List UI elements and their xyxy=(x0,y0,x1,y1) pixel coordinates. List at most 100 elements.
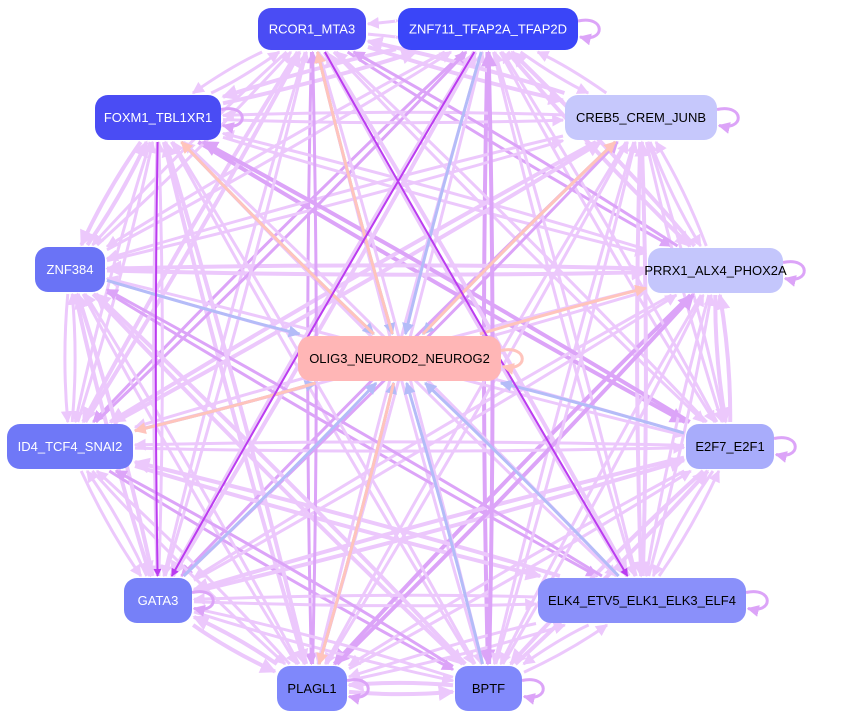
self-loop-gata3 xyxy=(191,590,215,617)
edge-gata3-to-prrx1_alx4_phox2a xyxy=(193,293,678,582)
self-loop-bptf xyxy=(521,678,545,705)
edges-layer xyxy=(60,16,806,705)
edge-foxm1_tbl1xr1-to-e2f7_e2f1 xyxy=(197,140,687,424)
node-creb5_crem_junb[interactable]: CREB5_CREM_JUNB xyxy=(565,95,717,140)
edge-elk4_etv5_elk1_elk3_elf4-to-bptf xyxy=(522,623,590,666)
edge-e2f7_e2f1-to-foxm1_tbl1xr1 xyxy=(201,140,691,424)
edge-rcor1_mta3-to-znf711_tfap2a_tfap2d xyxy=(367,30,408,43)
node-label: E2F7_E2F1 xyxy=(695,439,764,454)
node-rcor1_mta3[interactable]: RCOR1_MTA3 xyxy=(258,8,366,50)
edge-bptf-to-znf384 xyxy=(94,292,467,666)
node-box xyxy=(455,666,522,711)
node-id4_tcf4_snai2[interactable]: ID4_TCF4_SNAI2 xyxy=(7,424,133,469)
node-box xyxy=(258,8,366,50)
edge-foxm1_tbl1xr1-to-gata3 xyxy=(153,141,162,577)
edge-prrx1_alx4_phox2a-to-znf384 xyxy=(105,260,647,277)
edge-olig3_neurod2_neurog2-to-id4_tcf4_snai2 xyxy=(133,381,317,435)
edge-bptf-to-creb5_crem_junb xyxy=(494,140,639,665)
edge-znf384-to-id4_tcf4_snai2 xyxy=(60,293,73,424)
edge-znf384-to-creb5_crem_junb xyxy=(106,137,565,263)
node-label: PRRX1_ALX4_PHOX2A xyxy=(644,263,787,278)
edge-gata3-to-elk4_etv5_elk1_elk3_elf4 xyxy=(193,598,538,611)
edge-rcor1_mta3-to-foxm1_tbl1xr1 xyxy=(191,50,263,95)
node-box xyxy=(35,247,105,292)
node-olig3_neurod2_neurog2[interactable]: OLIG3_NEUROD2_NEUROG2 xyxy=(298,336,501,381)
node-foxm1_tbl1xr1[interactable]: FOXM1_TBL1XR1 xyxy=(95,95,221,140)
self-loop-creb5_crem_junb xyxy=(716,107,740,134)
edge-plagl1-to-foxm1_tbl1xr1 xyxy=(161,140,309,665)
edge-prrx1_alx4_phox2a-to-rcor1_mta3 xyxy=(352,50,679,248)
node-label: RCOR1_MTA3 xyxy=(269,22,355,37)
node-box xyxy=(95,95,221,140)
node-znf384[interactable]: ZNF384 xyxy=(35,247,105,292)
node-box xyxy=(124,578,192,623)
edge-rcor1_mta3-to-elk4_etv5_elk1_elk3_elf4 xyxy=(324,51,629,577)
edge-e2f7_e2f1-to-prrx1_alx4_phox2a xyxy=(714,293,733,423)
self-loop-olig3_neurod2_neurog2 xyxy=(500,348,524,375)
edge-prrx1_alx4_phox2a-to-foxm1_tbl1xr1 xyxy=(221,130,647,251)
node-znf711_tfap2a_tfap2d[interactable]: ZNF711_TFAP2A_TFAP2D xyxy=(398,8,578,50)
edge-znf711_tfap2a_tfap2d-to-gata3 xyxy=(169,50,476,578)
edge-id4_tcf4_snai2-to-znf711_tfap2a_tfap2d xyxy=(94,50,468,424)
edge-e2f7_e2f1-to-rcor1_mta3 xyxy=(335,50,708,424)
edge-gata3-to-id4_tcf4_snai2 xyxy=(85,470,149,577)
node-plagl1[interactable]: PLAGL1 xyxy=(277,666,347,711)
node-box xyxy=(277,666,347,711)
edge-elk4_etv5_elk1_elk3_elf4-to-olig3_neurod2_neurog2 xyxy=(424,381,620,578)
edge-bptf-to-elk4_etv5_elk1_elk3_elf4 xyxy=(523,623,608,674)
edge-elk4_etv5_elk1_elk3_elf4-to-creb5_crem_junb xyxy=(634,140,651,577)
node-prrx1_alx4_phox2a[interactable]: PRRX1_ALX4_PHOX2A xyxy=(644,248,787,293)
node-label: ELK4_ETV5_ELK1_ELK3_ELF4 xyxy=(548,593,736,608)
edge-bptf-to-gata3 xyxy=(192,604,454,679)
node-box xyxy=(648,248,783,293)
edge-id4_tcf4_snai2-to-znf384 xyxy=(67,292,80,423)
edge-e2f7_e2f1-to-id4_tcf4_snai2 xyxy=(133,438,685,451)
node-label: OLIG3_NEUROD2_NEUROG2 xyxy=(309,351,490,366)
edge-plagl1-to-gata3 xyxy=(192,615,279,666)
edge-bptf-to-prrx1_alx4_phox2a xyxy=(501,293,705,665)
edge-rcor1_mta3-to-creb5_crem_junb xyxy=(367,45,565,106)
edge-foxm1_tbl1xr1-to-plagl1 xyxy=(161,141,309,666)
edge-id4_tcf4_snai2-to-e2f7_e2f1 xyxy=(134,441,686,454)
edge-id4_tcf4_snai2-to-gata3 xyxy=(79,470,143,577)
node-bptf[interactable]: BPTF xyxy=(455,666,522,711)
edge-bptf-to-foxm1_tbl1xr1 xyxy=(171,140,477,665)
node-gata3[interactable]: GATA3 xyxy=(124,578,192,623)
node-box xyxy=(565,95,717,140)
edge-plagl1-to-prrx1_alx4_phox2a xyxy=(335,293,695,666)
edge-gata3-to-e2f7_e2f1 xyxy=(193,456,686,594)
edge-znf384-to-elk4_etv5_elk1_elk3_elf4 xyxy=(106,290,599,578)
edge-creb5_crem_junb-to-znf384 xyxy=(105,134,564,262)
edge-prrx1_alx4_phox2a-to-creb5_crem_junb xyxy=(654,140,708,247)
self-loop-plagl1 xyxy=(346,678,370,705)
edge-olig3_neurod2_neurog2-to-creb5_crem_junb xyxy=(421,140,617,336)
edge-olig3_neurod2_neurog2-to-plagl1 xyxy=(316,382,396,666)
node-label: GATA3 xyxy=(138,593,179,608)
edge-gata3-to-znf711_tfap2a_tfap2d xyxy=(171,50,478,578)
edge-e2f7_e2f1-to-bptf xyxy=(509,469,705,666)
edge-znf384-to-olig3_neurod2_neurog2 xyxy=(106,278,301,338)
edge-bptf-to-olig3_neurod2_neurog2 xyxy=(404,381,484,665)
edge-elk4_etv5_elk1_elk3_elf4-to-rcor1_mta3 xyxy=(324,50,631,577)
edge-prrx1_alx4_phox2a-to-elk4_etv5_elk1_elk3_elf4 xyxy=(642,294,711,578)
edge-e2f7_e2f1-to-gata3 xyxy=(192,455,685,594)
node-e2f7_e2f1[interactable]: E2F7_E2F1 xyxy=(686,424,774,469)
edge-foxm1_tbl1xr1-to-creb5_crem_junb xyxy=(222,114,565,127)
edge-elk4_etv5_elk1_elk3_elf4-to-plagl1 xyxy=(347,622,537,680)
node-label: FOXM1_TBL1XR1 xyxy=(104,110,212,125)
self-loop-foxm1_tbl1xr1 xyxy=(220,107,244,134)
node-label: CREB5_CREM_JUNB xyxy=(576,110,706,125)
edge-creb5_crem_junb-to-znf711_tfap2a_tfap2d xyxy=(536,50,608,95)
edge-znf711_tfap2a_tfap2d-to-gata3 xyxy=(170,51,476,577)
node-box xyxy=(398,8,578,50)
node-label: BPTF xyxy=(472,681,505,696)
self-loop-elk4_etv5_elk1_elk3_elf4 xyxy=(745,590,769,617)
edge-foxm1_tbl1xr1-to-rcor1_mta3 xyxy=(210,50,281,95)
self-loop-e2f7_e2f1 xyxy=(773,436,797,463)
edge-creb5_crem_junb-to-bptf xyxy=(491,141,636,666)
edge-creb5_crem_junb-to-foxm1_tbl1xr1 xyxy=(221,108,564,121)
edge-olig3_neurod2_neurog2-to-foxm1_tbl1xr1 xyxy=(180,140,375,336)
node-elk4_etv5_elk1_elk3_elf4[interactable]: ELK4_ETV5_ELK1_ELK3_ELF4 xyxy=(538,578,746,623)
